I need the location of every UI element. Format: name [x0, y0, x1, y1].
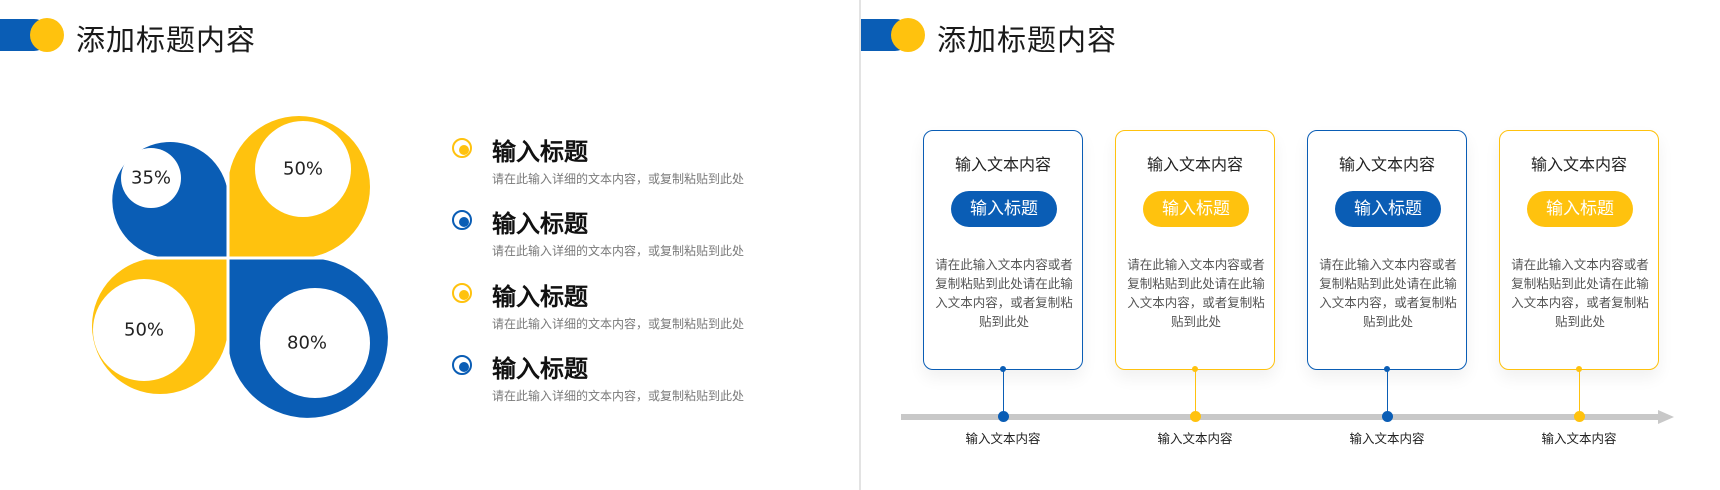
- timeline-card: 输入文本内容 输入标题 请在此输入文本内容或者复制粘贴到此处请在此输入文本内容，…: [1115, 130, 1275, 370]
- timeline-stem-dot: [1576, 366, 1582, 372]
- card-heading: 输入文本内容: [1530, 155, 1627, 174]
- list-item-desc: 请在此输入详细的文本内容，或复制粘贴到此处: [492, 317, 745, 331]
- timeline-node: [998, 411, 1009, 422]
- list-item-desc: 请在此输入详细的文本内容，或复制粘贴到此处: [492, 389, 745, 403]
- timeline-node: [1574, 411, 1585, 422]
- card-body: 请在此输入文本内容或者复制粘贴到此处请在此输入文本内容，或者复制粘贴到此处: [1127, 257, 1265, 329]
- timeline-arrow-icon: [1658, 410, 1674, 424]
- card-title-pill: 输入标题: [951, 191, 1057, 227]
- slide-title: 添加标题内容: [937, 23, 1118, 57]
- timeline-label: 输入文本内容: [1349, 431, 1425, 446]
- card-title-pill: 输入标题: [1335, 191, 1441, 227]
- target-icon: [452, 210, 472, 230]
- card-title-pill: 输入标题: [1527, 191, 1633, 227]
- target-icon: [452, 138, 472, 158]
- target-icon: [452, 283, 472, 303]
- timeline-stem-dot: [1000, 366, 1006, 372]
- petal-hole-bottom-right: [260, 288, 370, 398]
- list-item-desc: 请在此输入详细的文本内容，或复制粘贴到此处: [492, 172, 745, 186]
- card-heading: 输入文本内容: [954, 155, 1051, 174]
- card-body: 请在此输入文本内容或者复制粘贴到此处请在此输入文本内容，或者复制粘贴到此处: [1511, 257, 1649, 329]
- petal-label-top-left: 35%: [130, 167, 172, 189]
- timeline-label: 输入文本内容: [965, 431, 1041, 446]
- timeline-stem: [1387, 370, 1388, 415]
- slide-title: 添加标题内容: [76, 23, 257, 57]
- slide-right: 添加标题内容 输入文本内容 输入标题 请在此输入文本内容或者复制粘贴到此处请在此…: [861, 0, 1720, 490]
- timeline-line: [901, 414, 1661, 420]
- timeline-stem-dot: [1384, 366, 1390, 372]
- list-item-title: 输入标题: [492, 283, 588, 311]
- timeline-stem: [1579, 370, 1580, 415]
- list-item-desc: 请在此输入详细的文本内容，或复制粘贴到此处: [492, 244, 745, 258]
- timeline-stem-dot: [1192, 366, 1198, 372]
- title-badge-icon: [0, 18, 66, 52]
- timeline-node: [1382, 411, 1393, 422]
- title-badge-icon: [861, 18, 927, 52]
- card-body: 请在此输入文本内容或者复制粘贴到此处请在此输入文本内容，或者复制粘贴到此处: [935, 257, 1073, 329]
- petal-hole-top-left: [121, 148, 181, 208]
- card-body: 请在此输入文本内容或者复制粘贴到此处请在此输入文本内容，或者复制粘贴到此处: [1319, 257, 1457, 329]
- timeline-card: 输入文本内容 输入标题 请在此输入文本内容或者复制粘贴到此处请在此输入文本内容，…: [1307, 130, 1467, 370]
- timeline-stem: [1195, 370, 1196, 415]
- target-icon: [452, 355, 472, 375]
- slide-divider: [859, 0, 861, 490]
- petal-label-top-right: 50%: [282, 158, 324, 180]
- timeline-label: 输入文本内容: [1157, 431, 1233, 446]
- petal-chart: [80, 110, 390, 420]
- timeline-stem: [1003, 370, 1004, 415]
- card-heading: 输入文本内容: [1146, 155, 1243, 174]
- timeline-label: 输入文本内容: [1541, 431, 1617, 446]
- petal-hole-top-right: [255, 121, 351, 217]
- slide-left: 添加标题内容 35% 50% 50% 80% 输入标题 请在此输入详细的文本内容…: [0, 0, 859, 490]
- timeline-card: 输入文本内容 输入标题 请在此输入文本内容或者复制粘贴到此处请在此输入文本内容，…: [923, 130, 1083, 370]
- timeline-card: 输入文本内容 输入标题 请在此输入文本内容或者复制粘贴到此处请在此输入文本内容，…: [1499, 130, 1659, 370]
- card-title-pill: 输入标题: [1143, 191, 1249, 227]
- petal-label-bottom-right: 80%: [286, 332, 328, 354]
- petal-label-bottom-left: 50%: [123, 319, 165, 341]
- list-item-title: 输入标题: [492, 138, 588, 166]
- petal-hole-bottom-left: [93, 279, 195, 381]
- list-item-title: 输入标题: [492, 210, 588, 238]
- card-heading: 输入文本内容: [1338, 155, 1435, 174]
- list-item-title: 输入标题: [492, 355, 588, 383]
- timeline-node: [1190, 411, 1201, 422]
